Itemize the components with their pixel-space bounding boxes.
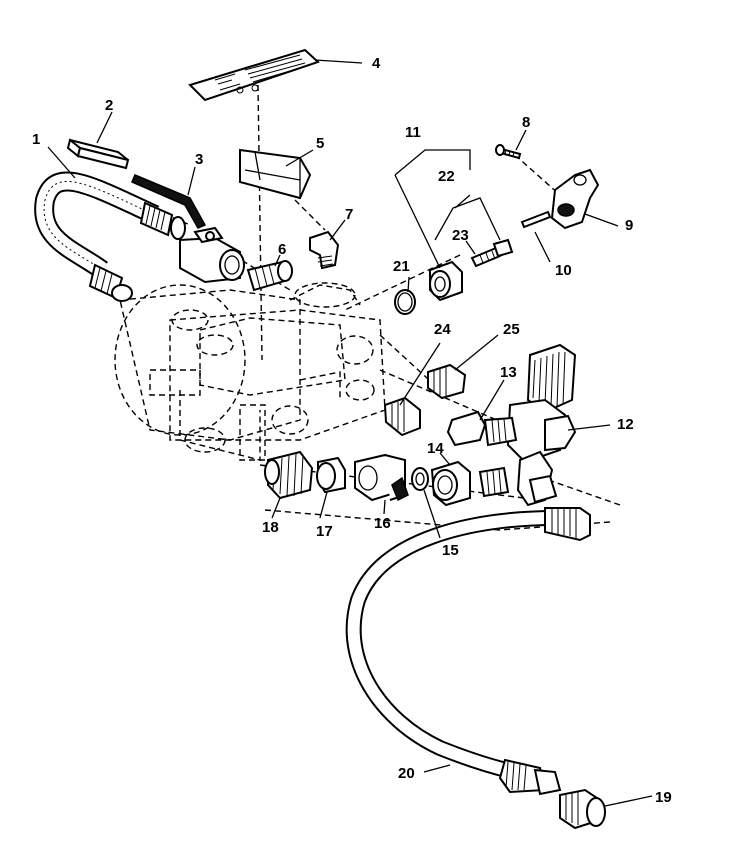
- leader-lines: [47, 59, 653, 807]
- unloader-valve: [506, 343, 577, 507]
- callout-25: 25: [503, 321, 520, 338]
- callout-18: 18: [262, 519, 279, 536]
- elbow-fitting: [309, 230, 340, 270]
- pin: [520, 210, 552, 229]
- callout-6: 6: [278, 241, 286, 258]
- valve-stem: [470, 238, 514, 268]
- callout-labels: 1 2 3 4 5 6 7 8 9 10 11 12 13 14 15 16 1…: [32, 55, 672, 806]
- suction-hose: [34, 171, 186, 302]
- bracket: [239, 148, 312, 200]
- adapter-fitting: [446, 410, 518, 447]
- callout-4: 4: [372, 55, 381, 72]
- callout-8: 8: [522, 114, 530, 131]
- screw: [495, 144, 522, 160]
- callout-12: 12: [617, 416, 634, 433]
- callout-7: 7: [345, 206, 353, 223]
- o-ring: [394, 289, 416, 315]
- callout-16: 16: [374, 515, 391, 532]
- hose-coupling-top: [139, 201, 186, 240]
- callout-20: 20: [398, 765, 415, 782]
- callout-1: 1: [32, 131, 40, 148]
- handle-grip: [66, 138, 130, 170]
- cap-nut: [264, 450, 314, 500]
- washer: [411, 467, 429, 491]
- check-body: [354, 453, 409, 502]
- quick-coupler: [559, 788, 606, 830]
- swivel-fitting: [430, 460, 510, 507]
- spacer: [316, 456, 346, 494]
- hose-coupling-bottom: [88, 263, 133, 302]
- nipple-25: [427, 363, 467, 400]
- pump-body-phantom: [114, 282, 386, 461]
- callout-14: 14: [427, 440, 444, 457]
- hose-end-bottom: [498, 758, 562, 796]
- callout-22: 22: [438, 168, 455, 185]
- callout-19: 19: [655, 789, 672, 806]
- callout-23: 23: [452, 227, 469, 244]
- nipple-24: [383, 396, 421, 437]
- callout-17: 17: [316, 523, 333, 540]
- callout-21: 21: [393, 258, 410, 275]
- callout-5: 5: [316, 135, 324, 152]
- pressure-hose: [345, 507, 591, 796]
- nipple-fitting: [246, 260, 293, 292]
- callout-10: 10: [555, 262, 572, 279]
- callout-24: 24: [434, 321, 451, 338]
- latch: [550, 168, 600, 230]
- callout-15: 15: [442, 542, 459, 559]
- callout-11: 11: [405, 124, 421, 141]
- hose-end-top: [544, 507, 591, 542]
- plug: [429, 260, 463, 302]
- callout-2: 2: [105, 97, 113, 114]
- ball-valve: [131, 174, 245, 284]
- label-plate: [188, 48, 320, 102]
- callout-9: 9: [625, 217, 633, 234]
- callout-13: 13: [500, 364, 517, 381]
- callout-3: 3: [195, 151, 203, 168]
